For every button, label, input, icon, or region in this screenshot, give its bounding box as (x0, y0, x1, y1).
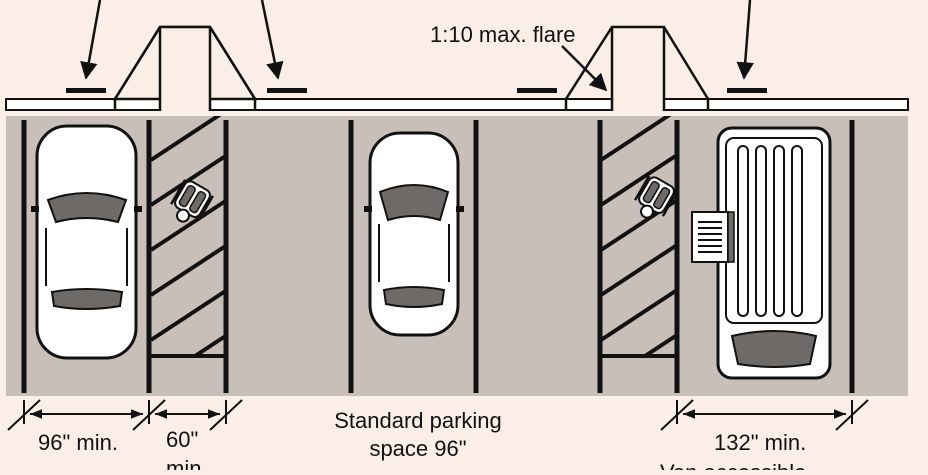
wheelchair-lift-icon (691, 211, 735, 263)
car-icon (31, 124, 142, 360)
sign-marker-1 (66, 88, 106, 93)
standard-space-label-line2: space 96" (369, 436, 466, 461)
flare-label: 1:10 max. flare (430, 22, 576, 47)
wheelchair-user-icon (634, 175, 678, 219)
pointer-arrow-3 (736, 0, 754, 80)
sidewalk-curb (5, 98, 909, 111)
dimension-132-label: 132" min. (714, 430, 806, 455)
pointer-arrow-2 (260, 0, 284, 80)
dimension-lines (7, 399, 869, 431)
stall-stripes (21, 120, 855, 393)
access-aisle-hatching-left (151, 116, 227, 356)
dimension-96-label: 96" min. (38, 430, 118, 455)
dimension-60-label: 60" (166, 427, 198, 452)
dimension-60-min-label: min. (166, 456, 208, 470)
van-icon (716, 126, 832, 380)
van-accessible-label: Van accessible (660, 460, 806, 470)
sign-marker-2 (267, 88, 307, 93)
standard-space-label-line1: Standard parking (334, 408, 502, 433)
flare-pointer-arrow (561, 45, 608, 92)
sign-marker-3 (517, 88, 557, 93)
wheelchair-user-icon (170, 179, 214, 223)
curb-ramp-right (564, 25, 710, 111)
pointer-arrow-1 (80, 0, 102, 80)
sign-marker-4 (727, 88, 767, 93)
car-icon (364, 131, 464, 337)
curb-ramp-left (112, 25, 258, 111)
